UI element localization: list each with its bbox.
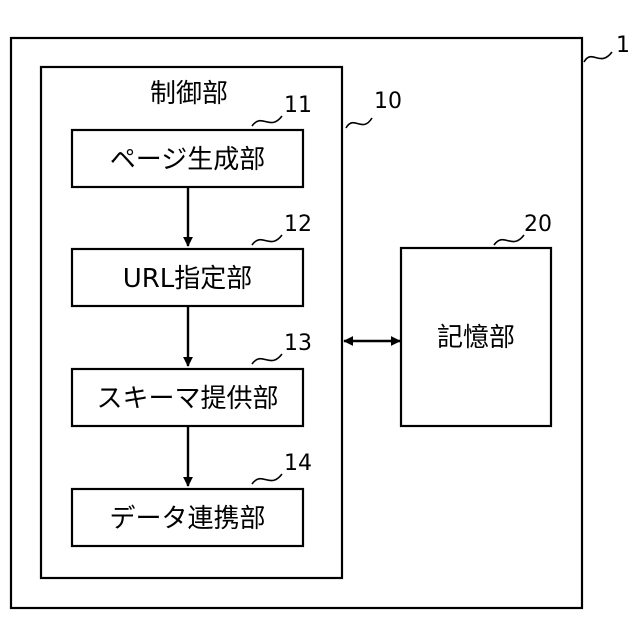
module-ref-leader-13	[252, 354, 282, 364]
module-ref-leader-11	[252, 116, 282, 126]
storage-unit-ref-leader	[494, 235, 524, 245]
control-unit-ref-leader	[346, 118, 372, 128]
module-label-page-generator: ページ生成部	[110, 145, 265, 175]
module-label-url-specifier: URL指定部	[123, 264, 253, 294]
module-ref-label-14: 14	[284, 451, 312, 476]
module-ref-label-12: 12	[284, 212, 312, 237]
module-ref-label-11: 11	[284, 93, 312, 118]
module-ref-leader-12	[252, 235, 282, 245]
control-unit-label: 制御部	[150, 79, 228, 109]
module-ref-label-13: 13	[284, 331, 312, 356]
module-ref-leader-14	[252, 474, 282, 484]
control-unit-frame	[41, 67, 342, 578]
control-unit-ref-label: 10	[374, 89, 402, 114]
storage-unit-ref-label: 20	[524, 212, 552, 237]
module-label-schema-provider: スキーマ提供部	[96, 384, 278, 414]
device-ref-label: 1	[616, 33, 630, 58]
device-ref-leader	[584, 52, 612, 62]
module-label-data-linker: データ連携部	[109, 504, 265, 534]
storage-unit-label: 記憶部	[437, 323, 515, 353]
